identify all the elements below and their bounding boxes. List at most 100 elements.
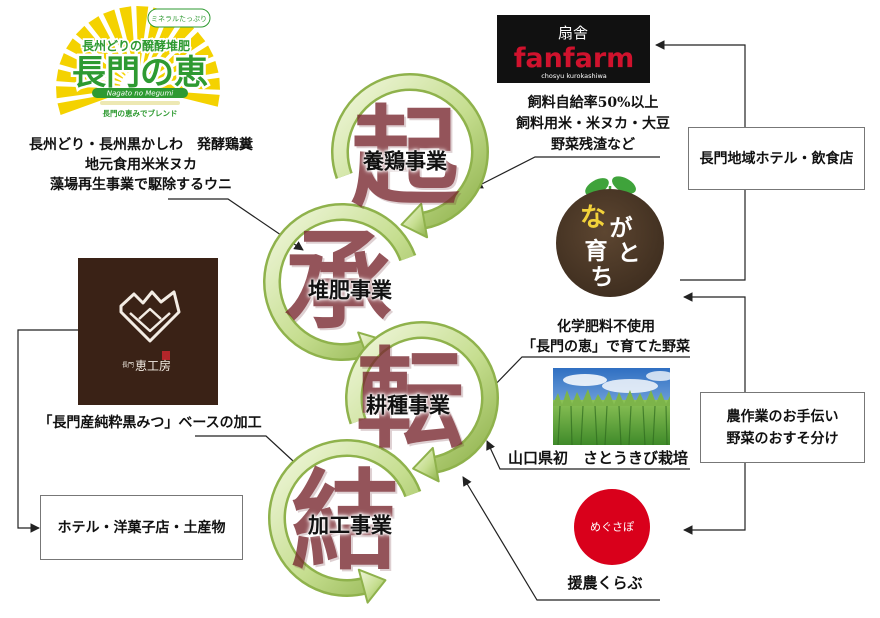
ring-compost-arc xyxy=(265,205,414,359)
keikobo-place: 長門 xyxy=(121,362,135,369)
ring-poultry xyxy=(331,73,489,239)
arrow-processing-note-to-processing xyxy=(195,435,306,473)
arrow-restaurants-to-fanfarm xyxy=(655,40,746,127)
label-poultry-business: 養鶏事業 xyxy=(363,148,447,174)
processing-note: 「長門産純粋黒みつ」ベースの加工 xyxy=(38,415,262,431)
label-compost-business: 堆肥事業 xyxy=(308,277,392,303)
cloud xyxy=(563,374,607,386)
sun-ray xyxy=(155,61,219,84)
note-line: 飼料自給率50%以上 xyxy=(527,95,659,111)
restaurants-box: 長門地域ホテル・飲食店 xyxy=(688,127,865,190)
ring-processing-arc xyxy=(270,441,419,595)
keikobo-seal xyxy=(162,351,170,360)
arrow-keikobo-to-outlets xyxy=(17,329,78,533)
sugarcane-caption: 山口県初 さとうきび栽培 xyxy=(507,449,688,467)
sun-ray xyxy=(56,69,121,86)
ring-farming xyxy=(345,321,499,483)
cycle-rings xyxy=(263,73,499,604)
keikobo-name: 恵工房 xyxy=(134,359,172,373)
label-processing-business: 加工事業 xyxy=(308,512,392,538)
note-line: 化学肥料不使用 xyxy=(557,319,655,335)
fanfarm-mark: 扇舎 xyxy=(558,24,588,42)
keikobo-logo xyxy=(78,258,218,405)
sun-ray xyxy=(155,77,220,90)
sodachi-char: と xyxy=(617,239,641,267)
restaurants-box-text: 長門地域ホテル・飲食店 xyxy=(699,150,854,167)
photo-cane-field xyxy=(553,400,670,445)
sugarcane-field-photo xyxy=(553,368,670,445)
kanji-sho: 承 xyxy=(283,219,393,345)
sun-ray xyxy=(59,53,122,82)
note-line: 「長門の恵」で育てた野菜 xyxy=(522,339,690,355)
kanji-ki: 起 xyxy=(350,95,460,221)
nagato-sodachi-logo xyxy=(556,176,664,297)
fanfarm-background xyxy=(497,15,650,83)
kanji-ten: 転 xyxy=(355,337,465,463)
label-farming-business: 耕種事業 xyxy=(366,392,450,418)
support-box: 農作業のお手伝い 野菜のおすそ分け xyxy=(700,392,865,463)
arrow-club-to-processing xyxy=(462,476,660,601)
note-line: 地元食用米米ヌカ xyxy=(85,157,197,173)
sodachi-char: ち xyxy=(590,263,614,291)
vegetable-note: 化学肥料不使用 「長門の恵」で育てた野菜 xyxy=(520,317,692,357)
sun-ray xyxy=(153,45,214,81)
mineral-badge-text: ミネラルたっぷり xyxy=(151,15,207,23)
arrow-feed-to-poultry xyxy=(473,156,660,189)
megumi-tagline: 長州どりの醗酵堆肥 xyxy=(82,38,190,53)
keikobo-emblem-fold-icon xyxy=(129,307,171,333)
note-line: 野菜残渣など xyxy=(551,137,635,153)
megumi-small-ribbon xyxy=(100,101,180,105)
fanfarm-logo: 扇舎 fanfarm chosyu kurokashiwa xyxy=(497,15,650,83)
right-leaf xyxy=(612,176,636,194)
soil-circle xyxy=(556,189,664,297)
mineral-badge xyxy=(147,8,211,28)
keikobo-emblem-icon xyxy=(119,290,181,343)
ring-processing-arrowhead xyxy=(357,568,387,604)
megumi-romaji-band xyxy=(92,88,188,98)
keikobo-background xyxy=(78,258,218,405)
megumi-brand-name: 長門の恵 xyxy=(72,53,208,93)
megusapo-text: めぐさぽ xyxy=(590,520,634,534)
megumi-blend-line: 長門の恵みでブレンド xyxy=(103,108,178,118)
sodachi-char: な xyxy=(579,203,607,233)
outlets-box-text: ホテル・洋菓子店・土産物 xyxy=(57,519,226,536)
support-box-line: 野菜のおすそ分け xyxy=(726,430,839,447)
cane-stalks xyxy=(557,405,668,445)
arrow-inputs-to-compost xyxy=(168,198,304,251)
megusapo-logo xyxy=(574,489,650,565)
sodachi-char: が xyxy=(609,214,633,242)
cloud xyxy=(646,371,670,381)
fanfarm-name: fanfarm xyxy=(514,43,635,74)
sun-ray xyxy=(119,6,136,71)
kanji-ketsu: 結 xyxy=(290,459,400,585)
sun-ray xyxy=(103,9,132,72)
cane-leaf-tops xyxy=(553,389,670,406)
note-line: 飼料用米・米ヌカ・大豆 xyxy=(516,116,670,132)
arrow-support-to-megusapo xyxy=(683,463,746,535)
megumi-romaji: Nagato no Megumi xyxy=(107,90,174,98)
sun-ray xyxy=(148,20,195,75)
compost-inputs-note: 長州どり・長州黒かしわ 発酵鶏糞 地元食用米米ヌカ 藻場再生事業で駆除するウニ xyxy=(20,135,262,195)
cloud xyxy=(602,379,658,393)
arrow-vegetables-to-farming xyxy=(487,356,690,393)
ring-farming-arrowhead xyxy=(412,446,440,483)
sun-ray xyxy=(151,31,206,78)
nagato-megumi-logo: ミネラルたっぷり 長州どりの醗酵堆肥 長門の恵 Nagato no Megumi… xyxy=(56,6,220,118)
fanfarm-sub: chosyu kurokashiwa xyxy=(541,72,607,80)
support-club-label: 援農くらぶ xyxy=(567,574,643,592)
support-box-line: 農作業のお手伝い xyxy=(726,408,839,425)
note-line: 長州どり・長州黒かしわ 発酵鶏糞 xyxy=(29,137,253,153)
ring-poultry-arc xyxy=(333,75,487,228)
ring-poultry-arrowhead xyxy=(400,202,429,239)
ring-processing xyxy=(268,439,422,604)
sun-ray xyxy=(136,6,149,71)
arrow-sugarcane-to-farming xyxy=(486,440,690,470)
arrow-support-to-sodachi xyxy=(683,292,746,392)
feed-note: 飼料自給率50%以上 飼料用米・米ヌカ・大豆 野菜残渣など xyxy=(513,93,673,156)
line-sodachi-to-restaurants xyxy=(680,190,746,281)
outlets-box: ホテル・洋菓子店・土産物 xyxy=(40,495,243,560)
sun-ray xyxy=(66,38,124,79)
ring-farming-arc xyxy=(347,323,497,472)
